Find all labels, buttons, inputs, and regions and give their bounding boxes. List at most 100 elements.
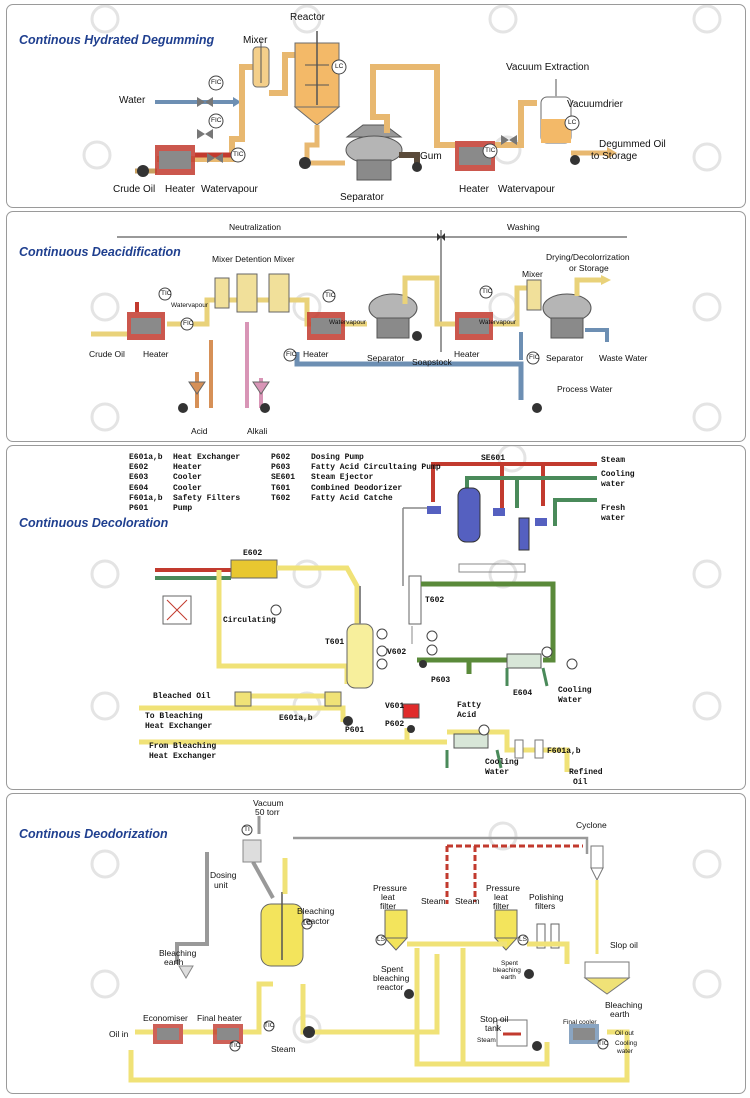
- legend-code: P603: [271, 463, 291, 473]
- slop-oil-tank-label-2: tank: [485, 1023, 502, 1033]
- to-bleaching-label: To Bleaching: [145, 712, 203, 721]
- steam-1-label: Steam: [421, 896, 446, 906]
- vacuum-extraction-label: Vacuum Extraction: [506, 62, 590, 73]
- legend-desc: Heat Exchanger: [173, 453, 241, 462]
- watervapour-2-label: Watervapour: [329, 319, 366, 326]
- watervapour-label: Watervapour: [201, 184, 258, 195]
- watervapour-2-label: Watervapour: [498, 184, 555, 195]
- heater-2-label: Heater: [459, 184, 490, 195]
- watervapour-1-label: Watervapour: [171, 302, 208, 309]
- legend-code: SE601: [271, 473, 296, 483]
- pressure-filter-1-label: Pressure: [373, 883, 408, 893]
- panel-degumming: Continous Hydrated Degumming Reactor Mix…: [6, 4, 746, 208]
- refined-oil-label: Oil: [573, 778, 588, 787]
- v601-label: V601: [385, 702, 405, 711]
- t601-deodorizer: [346, 623, 374, 689]
- e604-cooler: [506, 653, 542, 669]
- p603-label: P603: [431, 676, 451, 685]
- deodorization-diagram: [90, 816, 722, 1083]
- fic-1-label: FIC: [211, 79, 222, 86]
- tic-3-label: TIC: [482, 288, 493, 295]
- pressure-filter-2-label-3: filter: [493, 901, 510, 911]
- tic-1-label: TIC: [264, 1022, 275, 1029]
- e604-cooling-label: Cooling: [558, 686, 592, 695]
- legend-desc: Combined Deodorizer: [311, 483, 403, 493]
- vacuumdrier-label: Vacuumdrier: [567, 99, 623, 110]
- legend-desc: Fatty Acid Catche: [311, 493, 393, 503]
- alkali-label: Alkali: [247, 426, 268, 436]
- heater-3-label: Heater: [454, 349, 480, 359]
- legend-code: E601a,b: [129, 453, 163, 462]
- fresh-label: Fresh: [601, 504, 626, 513]
- cooling-water-label: Cooling: [615, 1040, 638, 1047]
- soapstock-label: Soapstock: [412, 357, 452, 367]
- legend-row: F601a,b Safety Filters: [129, 494, 240, 504]
- e603-water-label: Water: [485, 768, 510, 777]
- bleached-oil-label: Bleached Oil: [153, 692, 211, 701]
- spent-label-3: reactor: [377, 982, 404, 992]
- fresh-water-label: water: [601, 514, 626, 523]
- tic-2-label: TIC: [485, 147, 496, 154]
- mixer-detention-mixer-label: Mixer Detention Mixer: [212, 254, 295, 264]
- economiser-label: Economiser: [143, 1013, 188, 1023]
- legend-code: P601: [129, 503, 149, 513]
- final-cooler-label: Final cooler: [563, 1019, 597, 1026]
- tic-2-label: TIC: [230, 1042, 241, 1049]
- polishing-filters-label: filters: [535, 901, 556, 911]
- steam-bottom-label: Steam: [271, 1044, 296, 1054]
- e603-cooling-label: Cooling: [485, 758, 519, 767]
- acid-label: Acid: [457, 711, 477, 720]
- refined-label: Refined: [569, 768, 603, 777]
- dosing-unit-label: unit: [214, 880, 228, 890]
- legend-desc: Safety Filters: [173, 493, 241, 503]
- neutralization-label: Neutralization: [229, 222, 281, 232]
- pressure-filter-1-label-2: leat: [381, 892, 395, 902]
- legend-code: T601: [271, 483, 291, 493]
- lc-1-label: LC: [335, 63, 344, 70]
- e601-label: E601a,b: [279, 714, 313, 723]
- legend-code: E602: [129, 463, 149, 473]
- panel-deacidification: Continuous Deacidification Neutralizatio…: [6, 211, 746, 442]
- e604-label: E604: [513, 689, 533, 698]
- tic-3-label: TIC: [598, 1040, 609, 1047]
- bleaching-earth-right-label-2: earth: [610, 1009, 630, 1019]
- ls-2-label: LS: [519, 936, 527, 943]
- t601-label: T601: [325, 638, 345, 647]
- circulating-label: Circulating: [223, 616, 276, 625]
- bleaching-reactor-label-2: reactor: [303, 916, 330, 926]
- legend-code: P602: [271, 453, 291, 462]
- spent-small-label: Spent: [501, 960, 518, 967]
- panel-title: Continuous Decoloration: [19, 516, 169, 530]
- e604-water-label: Water: [558, 696, 583, 705]
- crude-oil-label: Crude Oil: [89, 349, 125, 359]
- legend-row: T601 Combined Deodorizer: [271, 484, 441, 494]
- watervapour-3-label: Watervapour: [479, 319, 516, 326]
- to-storage-label: to Storage: [591, 151, 638, 162]
- f601-label: F601a,b: [547, 747, 581, 756]
- legend-code: F601a,b: [129, 493, 163, 503]
- dosing-unit: [242, 839, 262, 863]
- cyclone-label: Cyclone: [576, 820, 607, 830]
- degumming-diagram: [82, 5, 722, 181]
- panel-title: Continous Deodorization: [19, 827, 168, 841]
- panel-title: Continuous Deacidification: [19, 245, 181, 259]
- slop-oil-tank-label: Stop oil: [480, 1014, 509, 1024]
- separator-label: Separator: [340, 192, 384, 203]
- bleaching-earth-left-label: Bleaching: [159, 948, 197, 958]
- v602-label: V602: [387, 648, 407, 657]
- washing-label: Washing: [507, 222, 540, 232]
- decoloration-diagram: [90, 446, 722, 772]
- mixer-label: Mixer: [522, 269, 543, 279]
- tic-2-label: TIC: [325, 292, 336, 299]
- spent-label-2: bleaching: [373, 973, 410, 983]
- steam-3-label: Steam: [477, 1037, 496, 1044]
- crude-oil-label: Crude Oil: [113, 184, 156, 195]
- spent-label: Spent: [381, 964, 404, 974]
- se601-label: SE601: [481, 454, 506, 463]
